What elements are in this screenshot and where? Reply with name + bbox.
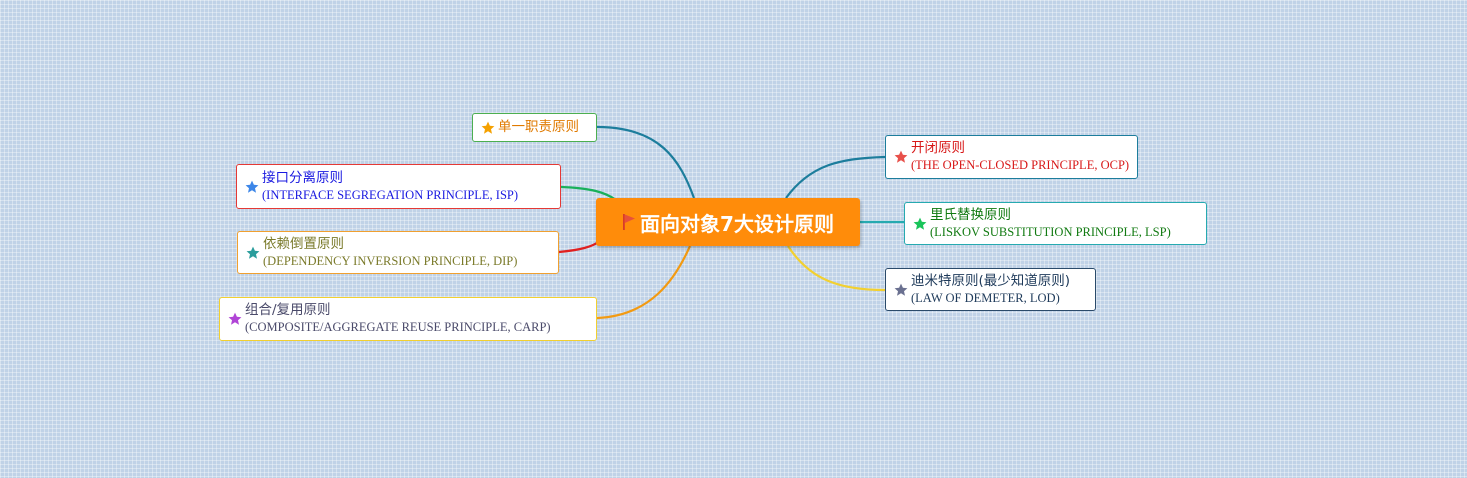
central-topic[interactable]: 面向对象7大设计原则 — [596, 198, 860, 246]
node-label-en: (LAW OF DEMETER, LOD) — [911, 290, 1060, 305]
node-label-en: (INTERFACE SEGREGATION PRINCIPLE, ISP) — [262, 187, 519, 202]
star-icon — [228, 312, 242, 325]
node-single-responsibility[interactable]: 单一职责原则 — [472, 113, 597, 142]
node-label-cn: 依赖倒置原则 — [263, 235, 344, 252]
star-icon — [246, 246, 260, 259]
node-composite-reuse[interactable]: 组合/复用原则 (COMPOSITE/AGGREGATE REUSE PRINC… — [219, 297, 597, 341]
node-label-cn: 迪米特原则(最少知道原则) — [911, 272, 1071, 289]
node-label-cn: 接口分离原则 — [262, 169, 343, 186]
connector-composite-reuse — [596, 245, 692, 320]
node-dependency-inversion[interactable]: 依赖倒置原则 (DEPENDENCY INVERSION PRINCIPLE, … — [237, 231, 559, 274]
node-label-en: (DEPENDENCY INVERSION PRINCIPLE, DIP) — [263, 253, 518, 268]
node-interface-segregation[interactable]: 接口分离原则 (INTERFACE SEGREGATION PRINCIPLE,… — [236, 164, 561, 209]
star-icon — [913, 217, 927, 230]
node-label-en: (LISKOV SUBSTITUTION PRINCIPLE, LSP) — [930, 224, 1171, 239]
node-law-of-demeter[interactable]: 迪米特原则(最少知道原则) (LAW OF DEMETER, LOD) — [885, 268, 1096, 311]
connector-single-responsibility — [596, 125, 696, 199]
connector-dependency-inversion — [558, 240, 601, 254]
star-icon — [894, 150, 908, 163]
node-liskov-substitution[interactable]: 里氏替换原则 (LISKOV SUBSTITUTION PRINCIPLE, L… — [904, 202, 1207, 245]
star-icon — [894, 283, 908, 296]
central-topic-title: 面向对象7大设计原则 — [640, 211, 834, 236]
node-label-cn: 单一职责原则 — [498, 119, 579, 135]
connector-demeter — [787, 245, 886, 292]
star-icon — [245, 180, 259, 193]
node-label-en: (COMPOSITE/AGGREGATE REUSE PRINCIPLE, CA… — [245, 320, 551, 334]
flag-icon — [623, 214, 636, 230]
connector-open-closed — [785, 155, 886, 199]
node-label-cn: 里氏替换原则 — [930, 206, 1011, 223]
node-label-en: (THE OPEN-CLOSED PRINCIPLE, OCP) — [911, 158, 1130, 172]
star-icon — [481, 121, 495, 134]
node-label-cn: 开闭原则 — [911, 140, 965, 156]
node-open-closed[interactable]: 开闭原则 (THE OPEN-CLOSED PRINCIPLE, OCP) — [885, 135, 1138, 179]
node-label-cn: 组合/复用原则 — [245, 302, 331, 318]
